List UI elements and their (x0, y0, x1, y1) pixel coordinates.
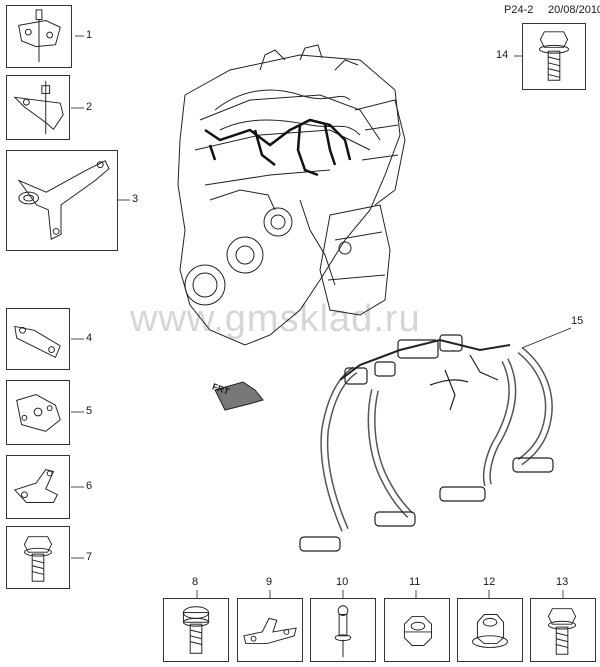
bracket-stud-icon (13, 80, 64, 135)
bolt-icon (23, 536, 53, 582)
part-number-14: 14 (496, 49, 509, 61)
mount-bracket-icon (16, 394, 61, 432)
flange-bolt-icon (538, 31, 570, 81)
part-box-12 (457, 598, 523, 662)
diagram-reference: P24-2 (504, 4, 534, 16)
part-box-7 (6, 526, 70, 589)
part-number-3: 3 (132, 193, 139, 205)
part-number-11: 11 (409, 576, 421, 588)
part-number-12: 12 (483, 576, 496, 588)
part-box-5 (6, 380, 70, 445)
front-arrow (214, 381, 264, 411)
watermark: www.gmsklad.ru (130, 298, 421, 340)
harness-15-drawing (299, 334, 554, 552)
bent-bracket-icon (13, 469, 59, 503)
bracket-clamp-icon (17, 160, 110, 240)
strap-bracket-icon (243, 617, 297, 645)
part-box-1 (6, 5, 72, 68)
flange-nut-icon (472, 614, 508, 648)
part-box-9 (237, 598, 303, 662)
part-number-15: 15 (571, 315, 584, 327)
part-box-10 (310, 598, 376, 662)
part-box-2 (6, 75, 70, 140)
rivet-icon (334, 605, 352, 658)
nut-icon (403, 615, 433, 646)
part-number-7: 7 (86, 551, 93, 563)
bracket-icon (18, 9, 61, 63)
part-number-1: 1 (86, 29, 93, 41)
torx-bolt-icon (182, 606, 210, 654)
part-box-3 (6, 150, 118, 251)
part-number-13: 13 (556, 576, 569, 588)
part-box-13 (530, 598, 596, 662)
part-box-8 (163, 598, 229, 662)
part-box-6 (6, 455, 70, 519)
part-number-2: 2 (86, 101, 93, 113)
part-box-14 (522, 23, 586, 90)
part-number-10: 10 (336, 576, 349, 588)
part-box-11 (384, 598, 450, 662)
part-number-5: 5 (86, 405, 93, 417)
part-box-4 (6, 308, 70, 370)
part-number-6: 6 (86, 480, 93, 492)
hex-bolt-icon (547, 608, 577, 655)
engine-harness (204, 118, 352, 177)
leader-lines (71, 35, 572, 598)
part-number-8: 8 (192, 576, 199, 588)
diagram-date: 20/08/2010 (548, 4, 600, 16)
engine-drawing (177, 44, 406, 346)
part-number-4: 4 (86, 332, 93, 344)
plate-bracket-icon (14, 325, 61, 359)
part-number-9: 9 (266, 576, 273, 588)
